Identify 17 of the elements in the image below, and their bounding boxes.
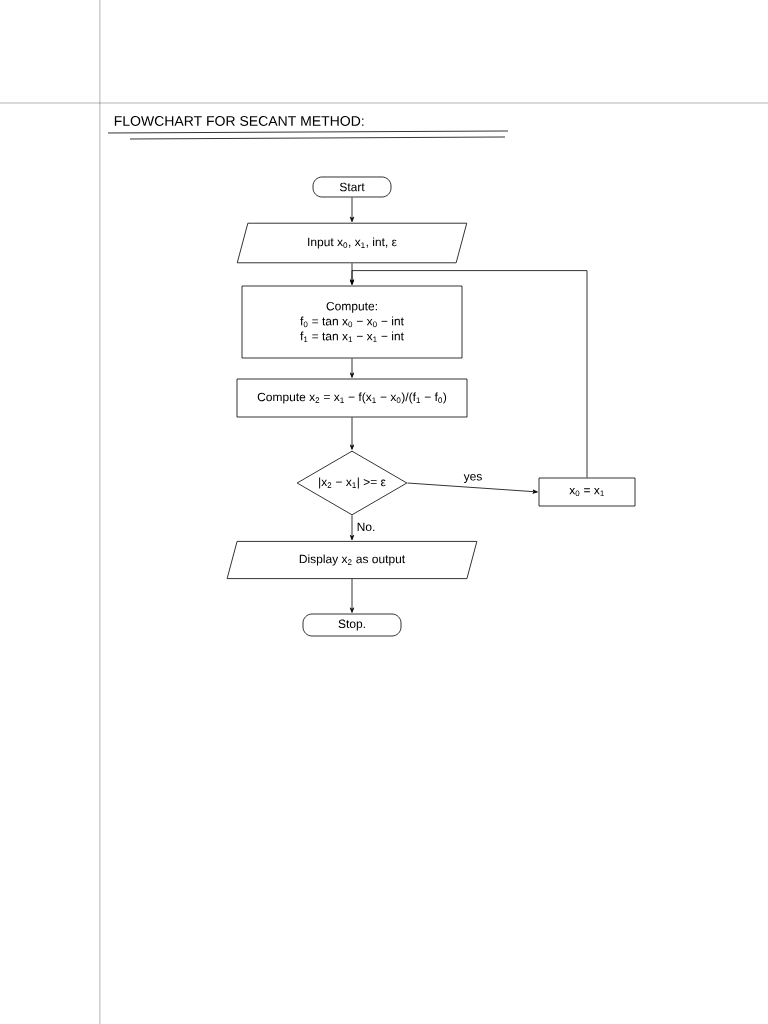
stop-terminal: Stop. (302, 613, 402, 637)
title: FLOWCHART FOR SECANT METHOD: (114, 116, 364, 126)
process-box: Compute x$_{2}$ = x$_{1}$ − f(x$_{1}$ − x$_{0}$)/(f$_{1}$ − f$_{0}$) (236, 378, 468, 418)
arrow (407, 482, 538, 494)
input-parallelogram: Input x$_{0}$, x$_{1}$, int, ε (236, 222, 468, 264)
process-box: Compute: f$_{0}$ = tan x$_{0}$ − x$_{0}$ − int f$_{1}$ = tan x$_{1}$ − x$_{1}$ − int (241, 285, 463, 359)
edge-label: No. (355, 521, 377, 533)
arrow (349, 417, 355, 450)
arrow (349, 515, 355, 541)
process-box: x$_{0}$ = x$_{1}$ (538, 477, 636, 507)
arrow (349, 197, 355, 223)
arrow (349, 270, 588, 478)
arrow (349, 578, 355, 613)
edge-label: yes (462, 473, 484, 484)
start-terminal: Start (312, 176, 392, 198)
output-parallelogram: Display x$_{2}$ as output (226, 541, 478, 579)
arrow (349, 358, 355, 378)
